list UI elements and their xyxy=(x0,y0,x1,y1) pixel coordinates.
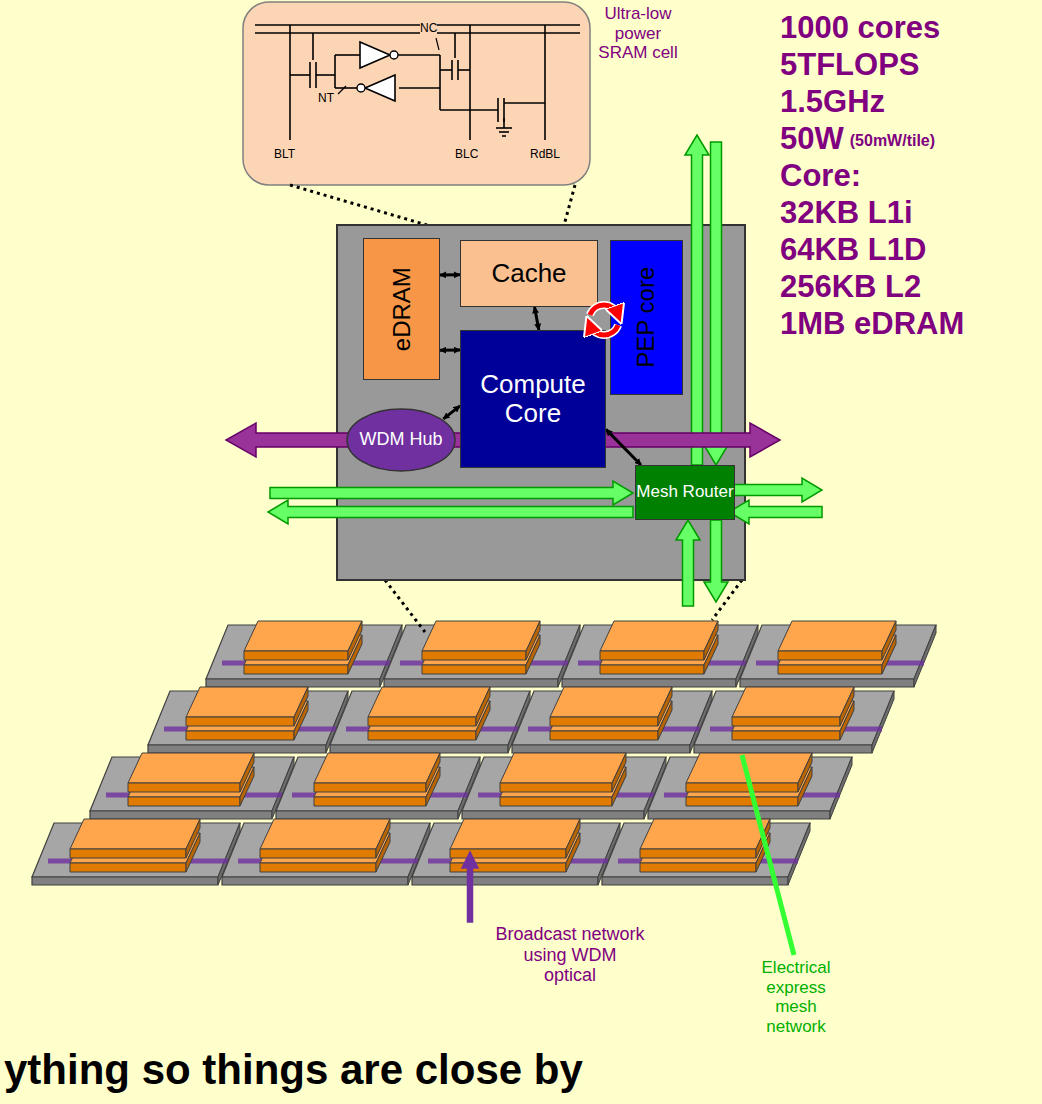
bus-connector xyxy=(440,349,460,352)
spec-line: 1MB eDRAM xyxy=(780,306,964,342)
schematic-wire xyxy=(312,33,314,60)
spec-line: 256KB L2 xyxy=(780,269,921,305)
mesh-arrow xyxy=(270,481,633,505)
tile xyxy=(276,753,480,819)
pep-core-block: PEP core xyxy=(610,240,683,395)
schematic-wire xyxy=(451,60,453,80)
schematic-wire xyxy=(398,54,440,56)
leader-line xyxy=(436,38,439,50)
schematic-wire xyxy=(335,54,360,56)
signal-name: RdBL xyxy=(530,148,560,162)
block-label: Cache xyxy=(491,259,566,288)
schematic-wire xyxy=(289,25,291,140)
tile xyxy=(740,621,936,687)
tile xyxy=(562,621,758,687)
block-label: eDRAM xyxy=(388,267,414,351)
tile xyxy=(602,819,810,885)
block-label: Compute Core xyxy=(461,370,605,427)
memory-block: eDRAM xyxy=(363,238,440,380)
schematic-wire xyxy=(503,118,505,128)
router-box: Mesh Router xyxy=(635,465,735,520)
schematic-wire xyxy=(255,32,580,34)
spec-line: 32KB L1i xyxy=(780,195,913,231)
callout-title: Ultra-low power SRAM cell xyxy=(596,4,680,63)
spec-line: 5TFLOPS xyxy=(780,47,920,83)
tile xyxy=(694,687,894,753)
hub-ellipse: WDM Hub xyxy=(346,408,456,472)
mesh-arrows xyxy=(268,135,822,606)
schematic-wire xyxy=(334,55,336,88)
mesh-arrow xyxy=(729,500,822,524)
mesh-arrow xyxy=(727,478,822,502)
cache-block: Cache xyxy=(460,240,598,307)
tile xyxy=(412,819,620,885)
schematic-wire xyxy=(502,135,506,137)
schematic-wire xyxy=(499,131,509,133)
leader-line xyxy=(338,86,346,94)
inverter-bubble xyxy=(390,51,398,59)
spec-line: 1.5GHz xyxy=(780,84,885,120)
schematic-wire xyxy=(469,25,471,140)
spec-line: 1000 cores xyxy=(780,10,940,46)
schematic-wire xyxy=(458,69,470,71)
schematic-wire xyxy=(309,62,311,88)
schematic-wire xyxy=(316,74,335,76)
slide-heading: ything so things are close by xyxy=(4,1046,583,1094)
block-label: PEP core xyxy=(633,267,659,368)
spec-line: 50W xyxy=(780,121,844,157)
node-name: NC xyxy=(420,22,437,36)
tile xyxy=(222,819,430,885)
schematic-wire xyxy=(497,98,499,122)
inverter-bubble xyxy=(357,84,365,92)
callout-note: Electrical express mesh network xyxy=(746,958,846,1036)
block-label: Mesh Router xyxy=(636,483,733,502)
mesh-arrow xyxy=(685,135,709,465)
schematic-wire xyxy=(255,24,580,26)
block-label: WDM Hub xyxy=(359,430,442,450)
schematic-wire xyxy=(454,33,456,58)
signal-name: BLC xyxy=(455,148,478,162)
inverter-symbol xyxy=(360,42,390,68)
tile xyxy=(330,687,530,753)
mesh-arrow xyxy=(268,500,633,524)
pointer-arrow xyxy=(462,852,478,922)
node-name: NT xyxy=(318,92,334,106)
sram-cell-schematic xyxy=(243,2,590,185)
schematic-wire xyxy=(504,102,545,104)
bus-connector xyxy=(443,406,460,419)
schematic-wire xyxy=(544,25,546,140)
tile xyxy=(206,621,402,687)
spec-line: Core: xyxy=(780,158,861,194)
tile xyxy=(32,819,240,885)
tile xyxy=(512,687,712,753)
mesh-arrow xyxy=(676,520,700,606)
schematic-wire xyxy=(440,69,452,71)
zoom-line xyxy=(385,580,425,632)
mesh-arrow xyxy=(704,520,728,602)
bus-connector xyxy=(606,429,641,465)
schematic-wire xyxy=(440,109,498,111)
schematic-wire xyxy=(496,127,512,129)
schematic-wire xyxy=(335,87,357,89)
schematic-wire xyxy=(439,55,441,110)
inverter-symbol xyxy=(365,75,395,101)
pointer-line xyxy=(742,755,794,955)
tile xyxy=(148,687,348,753)
spec-note: (50mW/tile) xyxy=(850,132,935,150)
bus-connector xyxy=(535,307,539,330)
tile xyxy=(384,621,580,687)
spec-line: 64KB L1D xyxy=(780,232,926,268)
tile xyxy=(462,753,666,819)
tile xyxy=(90,753,294,819)
schematic-wire xyxy=(290,74,310,76)
schematic-wire xyxy=(399,87,440,89)
mesh-arrow xyxy=(704,142,728,465)
callout-note: Broadcast network using WDM optical xyxy=(495,924,645,986)
compute-core-block: Compute Core xyxy=(460,330,606,468)
tile-array xyxy=(32,621,936,885)
bus-connector xyxy=(440,273,460,276)
signal-name: BLT xyxy=(274,148,295,162)
